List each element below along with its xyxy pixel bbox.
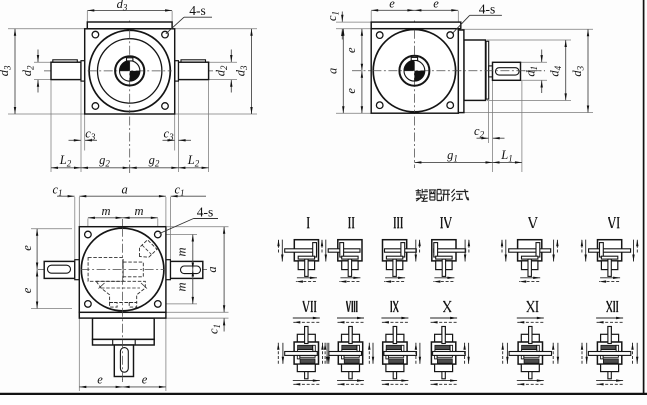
svg-text:a: a xyxy=(121,182,127,196)
svg-text:e: e xyxy=(20,287,34,293)
svg-text:g2: g2 xyxy=(149,153,160,169)
svg-text:d1: d1 xyxy=(524,66,540,77)
svg-text:d3: d3 xyxy=(570,65,586,76)
svg-text:g2: g2 xyxy=(99,153,110,169)
svg-text:e: e xyxy=(344,88,358,94)
svg-text:e: e xyxy=(97,372,103,386)
svg-text:e: e xyxy=(20,245,34,251)
svg-text:c2: c2 xyxy=(474,124,485,140)
svg-text:e: e xyxy=(344,47,358,53)
svg-text:c1: c1 xyxy=(174,182,184,198)
svg-text:m: m xyxy=(101,204,110,218)
svg-text:d2: d2 xyxy=(213,65,229,76)
svg-text:c1: c1 xyxy=(52,182,62,198)
svg-text:d3: d3 xyxy=(117,0,128,13)
svg-text:e: e xyxy=(142,372,148,386)
svg-text:d4: d4 xyxy=(548,65,564,76)
svg-text:a: a xyxy=(325,68,339,74)
svg-text:e: e xyxy=(389,0,395,11)
svg-text:c1: c1 xyxy=(325,11,341,21)
svg-text:m: m xyxy=(175,247,189,256)
svg-text:4-s: 4-s xyxy=(479,1,496,16)
svg-text:4-s: 4-s xyxy=(197,205,214,220)
svg-text:d3: d3 xyxy=(0,65,13,76)
svg-text:m: m xyxy=(134,204,143,218)
svg-text:c1: c1 xyxy=(207,324,223,334)
svg-text:c3: c3 xyxy=(164,127,175,143)
svg-text:d2: d2 xyxy=(20,65,36,76)
svg-text:g1: g1 xyxy=(447,148,458,164)
svg-text:a: a xyxy=(205,266,219,272)
svg-text:4-s: 4-s xyxy=(189,3,206,18)
svg-text:e: e xyxy=(433,0,439,11)
svg-text:c3: c3 xyxy=(85,127,96,143)
svg-text:m: m xyxy=(175,282,189,291)
svg-text:d3: d3 xyxy=(234,65,250,76)
